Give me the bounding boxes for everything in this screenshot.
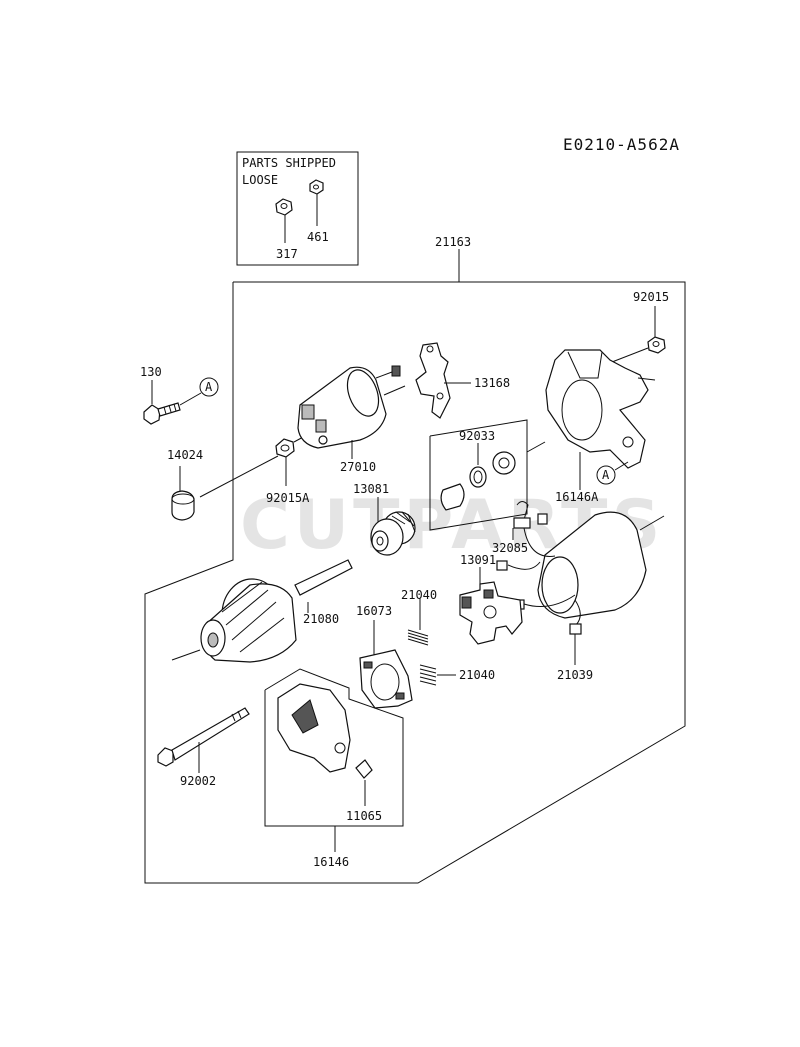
armature-21080-shape	[171, 559, 353, 663]
callout-27010: 27010	[340, 460, 376, 474]
bolt-130-shape	[143, 402, 181, 425]
solenoid-27010-shape	[297, 365, 406, 449]
lever-13168-shape	[415, 342, 451, 419]
washer-group-92033	[429, 419, 528, 531]
callout-461: 461	[307, 230, 329, 244]
callout-92002: 92002	[180, 774, 216, 788]
parts-shipped-loose-box: PARTS SHIPPED LOOSE 317 461	[236, 151, 359, 266]
callout-11065: 11065	[346, 809, 382, 823]
callout-21039: 21039	[557, 668, 593, 682]
loose-box-title-line2: LOOSE	[242, 173, 278, 187]
loose-box-title-line1: PARTS SHIPPED	[242, 156, 336, 170]
callout-32085: 32085	[492, 541, 528, 555]
nut-92015a-shape	[275, 438, 295, 458]
nut-317-shape	[275, 198, 293, 216]
callout-92033: 92033	[459, 429, 495, 443]
callout-21080: 21080	[303, 612, 339, 626]
callout-317: 317	[276, 247, 298, 261]
callout-16146: 16146	[313, 855, 349, 869]
reference-mark-a-left: A	[199, 377, 219, 397]
svg-text:A: A	[205, 380, 213, 394]
rear-cover-group-16146	[264, 668, 404, 827]
callout-130: 130	[140, 365, 162, 379]
diagram-code: E0210-A562A	[563, 135, 680, 154]
callout-21040-lower: 21040	[459, 668, 495, 682]
through-bolt-92002-shape	[157, 707, 250, 767]
callout-16146A: 16146A	[555, 490, 599, 504]
svg-text:A: A	[602, 468, 610, 482]
reference-mark-a-right: A	[596, 465, 616, 485]
housing-16146a-shape	[545, 349, 656, 469]
nut-92015-shape	[647, 336, 666, 354]
spring-21040-upper-shape	[407, 629, 429, 646]
assembly-outline: 21163	[144, 235, 686, 884]
callout-92015: 92015	[633, 290, 669, 304]
plate-16073-shape	[359, 649, 413, 709]
spring-21040-lower-shape	[419, 664, 437, 686]
callout-21163: 21163	[435, 235, 471, 249]
brush-holder-13091-shape	[459, 581, 523, 645]
callout-13081: 13081	[353, 482, 389, 496]
nut-461-shape	[309, 179, 324, 195]
cap-14024-shape	[171, 490, 195, 521]
pinion-13081-shape	[370, 511, 416, 556]
callout-21040-upper: 21040	[401, 588, 437, 602]
callout-13168: 13168	[474, 376, 510, 390]
callout-14024: 14024	[167, 448, 203, 462]
callout-92015A: 92015A	[266, 491, 310, 505]
callout-13091: 13091	[460, 553, 496, 567]
callout-16073: 16073	[356, 604, 392, 618]
